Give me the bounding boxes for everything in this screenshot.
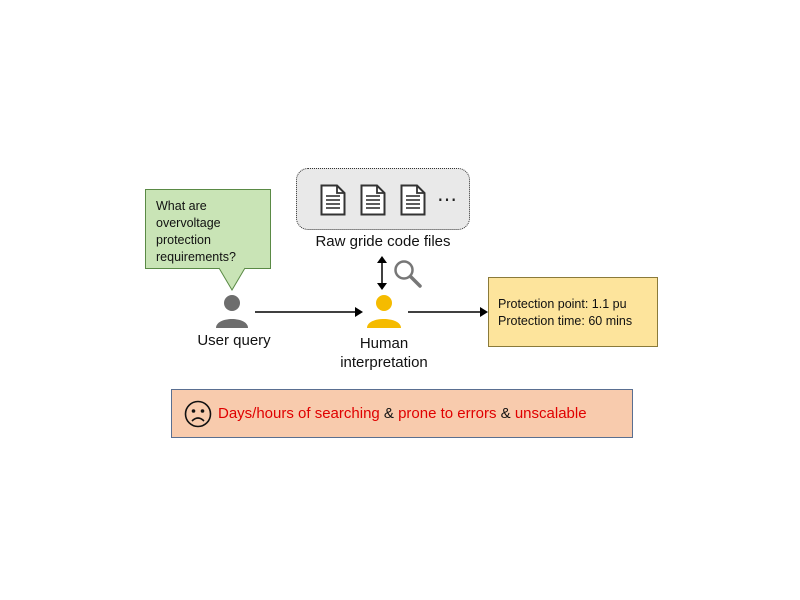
raw-files-box: ⋯: [296, 168, 470, 230]
arrow-user-to-human: [255, 307, 363, 317]
problem-unscalable: unscalable: [514, 405, 587, 422]
ampersand-1: &: [379, 405, 399, 422]
problem-errors: prone to errors: [398, 405, 497, 422]
user-query-text: What are overvoltage protection requirem…: [156, 199, 236, 264]
bubble-tail: [218, 267, 246, 291]
sad-face-icon: [184, 400, 212, 428]
protection-point-text: Protection point: 1.1 pu: [498, 297, 627, 311]
ampersand-2: &: [496, 405, 515, 422]
raw-files-label: Raw gride code files: [315, 233, 451, 250]
magnifier-icon: [394, 260, 422, 288]
human-interpretation-label: Human interpretation: [322, 334, 446, 372]
arrow-human-to-output: [408, 307, 488, 317]
user-query-bubble: What are overvoltage protection requirem…: [145, 189, 271, 269]
user-person-icon: [216, 295, 248, 328]
problems-summary-text: Days/hours of searching & prone to error…: [218, 405, 587, 422]
double-arrow-vertical: [377, 256, 387, 290]
human-label-line1: Human: [359, 335, 409, 352]
user-query-label: User query: [197, 332, 271, 349]
problem-searching: Days/hours of searching: [218, 405, 380, 422]
human-label-line2: interpretation: [340, 354, 428, 371]
more-files-ellipsis: ⋯: [437, 189, 458, 211]
protection-time-text: Protection time: 60 mins: [498, 314, 633, 328]
document-icon: [320, 184, 346, 216]
document-icon: [400, 184, 426, 216]
human-person-icon: [367, 295, 401, 328]
problems-summary-box: Days/hours of searching & prone to error…: [171, 389, 633, 438]
output-result-box: Protection point: 1.1 pu Protection time…: [488, 277, 658, 347]
document-icon: [360, 184, 386, 216]
